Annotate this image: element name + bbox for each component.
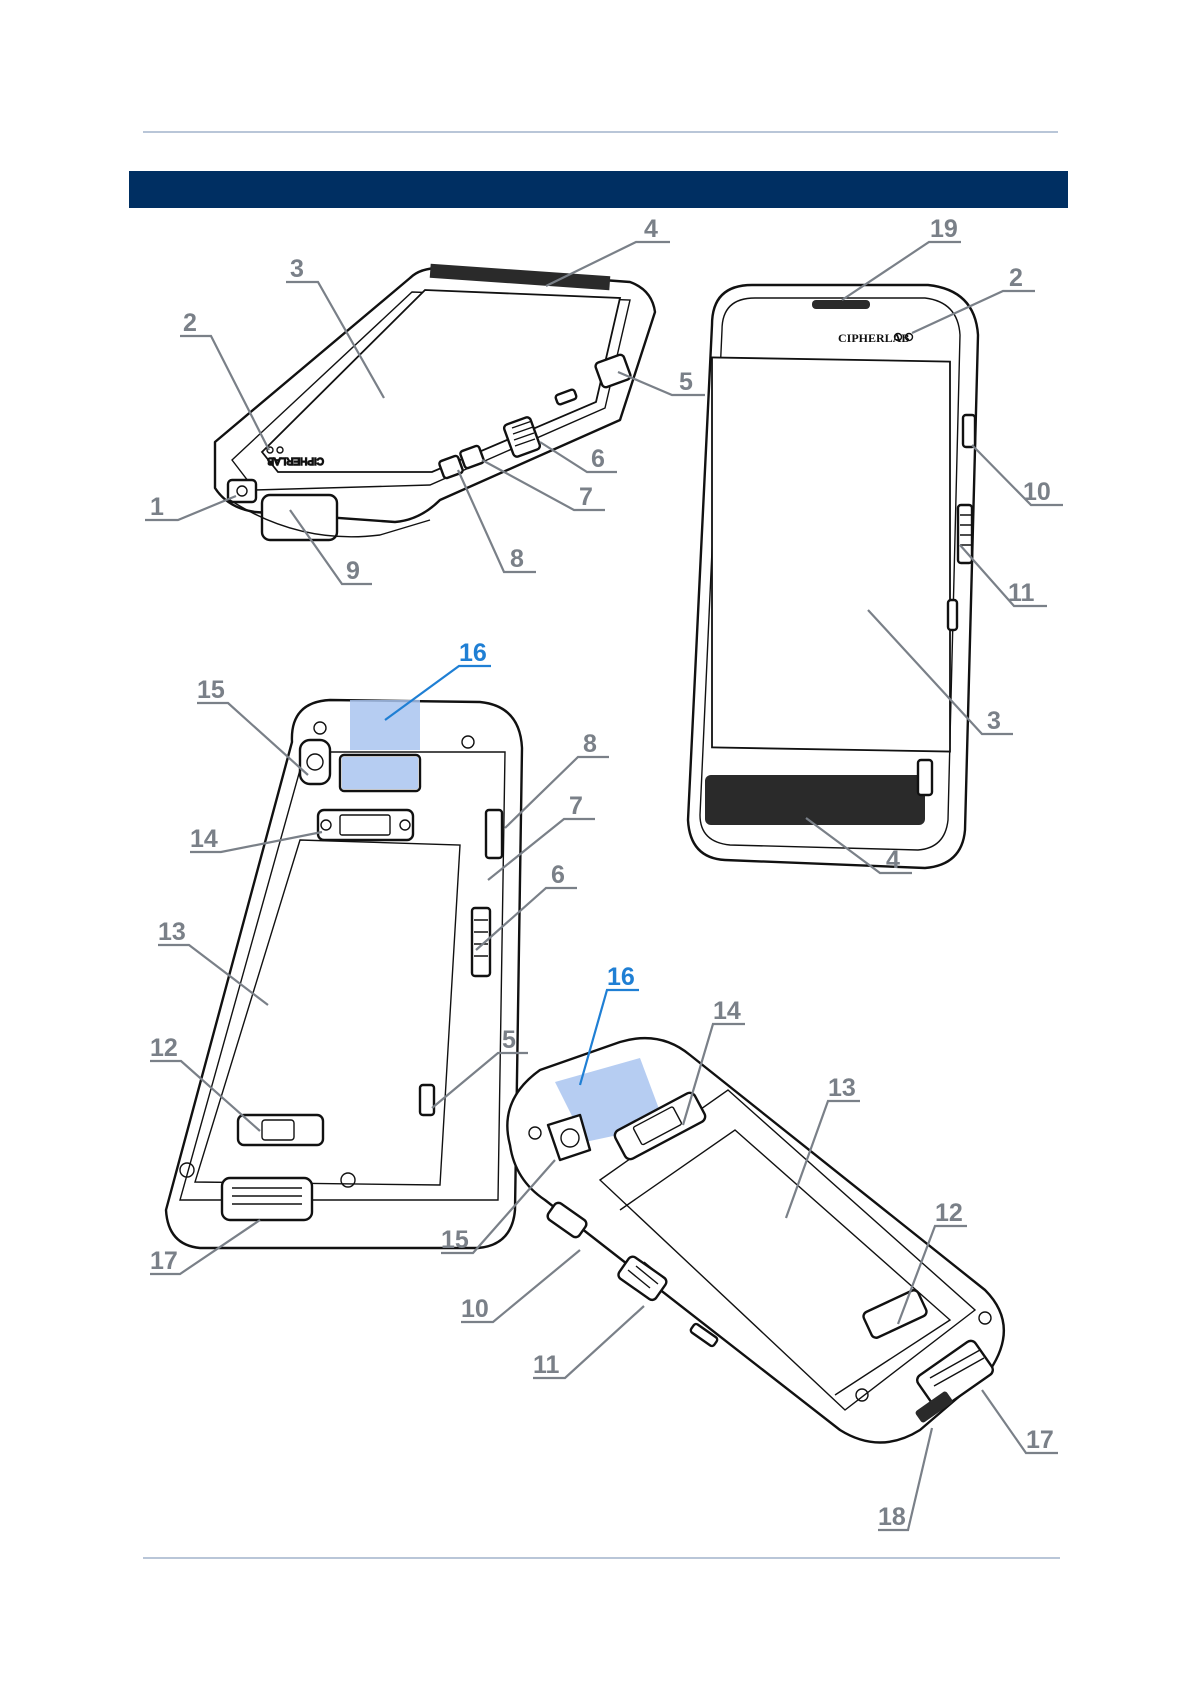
callout-12-angled: 12: [935, 1199, 963, 1227]
callout-7-front: 7: [579, 483, 593, 511]
callout-6-front: 6: [591, 445, 605, 473]
callout-9-front: 9: [346, 557, 360, 585]
callout-8-front: 8: [510, 545, 524, 573]
callout-17-angled: 17: [1026, 1426, 1054, 1454]
front-logo: CIPHERLAB: [267, 455, 324, 466]
callout-3-upright: 3: [987, 707, 1001, 735]
callout-17-back: 17: [150, 1247, 178, 1275]
callout-5-back: 5: [502, 1026, 516, 1054]
callout-10-angled: 10: [461, 1295, 489, 1323]
callout-14-angled: 14: [713, 997, 741, 1025]
callout-4-upright: 4: [886, 846, 900, 874]
device-front-upright: CIPHERLAB: [688, 285, 978, 868]
callout-6-back: 6: [551, 861, 565, 889]
callout-16-back: 16: [459, 639, 487, 667]
footer-rule: [143, 1557, 1060, 1559]
callout-16-angled: 16: [607, 963, 635, 991]
callout-10-upright: 10: [1023, 478, 1051, 506]
callout-4-front: 4: [644, 215, 658, 243]
callout-3-front: 3: [290, 255, 304, 283]
callout-5-front: 5: [679, 368, 693, 396]
callout-2-upright: 2: [1009, 264, 1023, 292]
callout-19-upright: 19: [930, 215, 958, 243]
callout-15-angled: 15: [441, 1226, 469, 1254]
callout-15-back: 15: [197, 676, 225, 704]
callout-7-back: 7: [569, 792, 583, 820]
device-back-upright: [166, 700, 522, 1248]
callout-13-back: 13: [158, 918, 186, 946]
callout-1-front: 1: [150, 493, 164, 521]
callout-13-angled: 13: [828, 1074, 856, 1102]
callout-12-back: 12: [150, 1034, 178, 1062]
callout-11-upright: 11: [1008, 579, 1035, 607]
callout-8-back: 8: [583, 730, 597, 758]
callout-14-back: 14: [190, 825, 218, 853]
callout-2-front: 2: [183, 309, 197, 337]
callout-11-angled: 11: [533, 1351, 560, 1379]
callout-18-angled: 18: [878, 1503, 906, 1531]
